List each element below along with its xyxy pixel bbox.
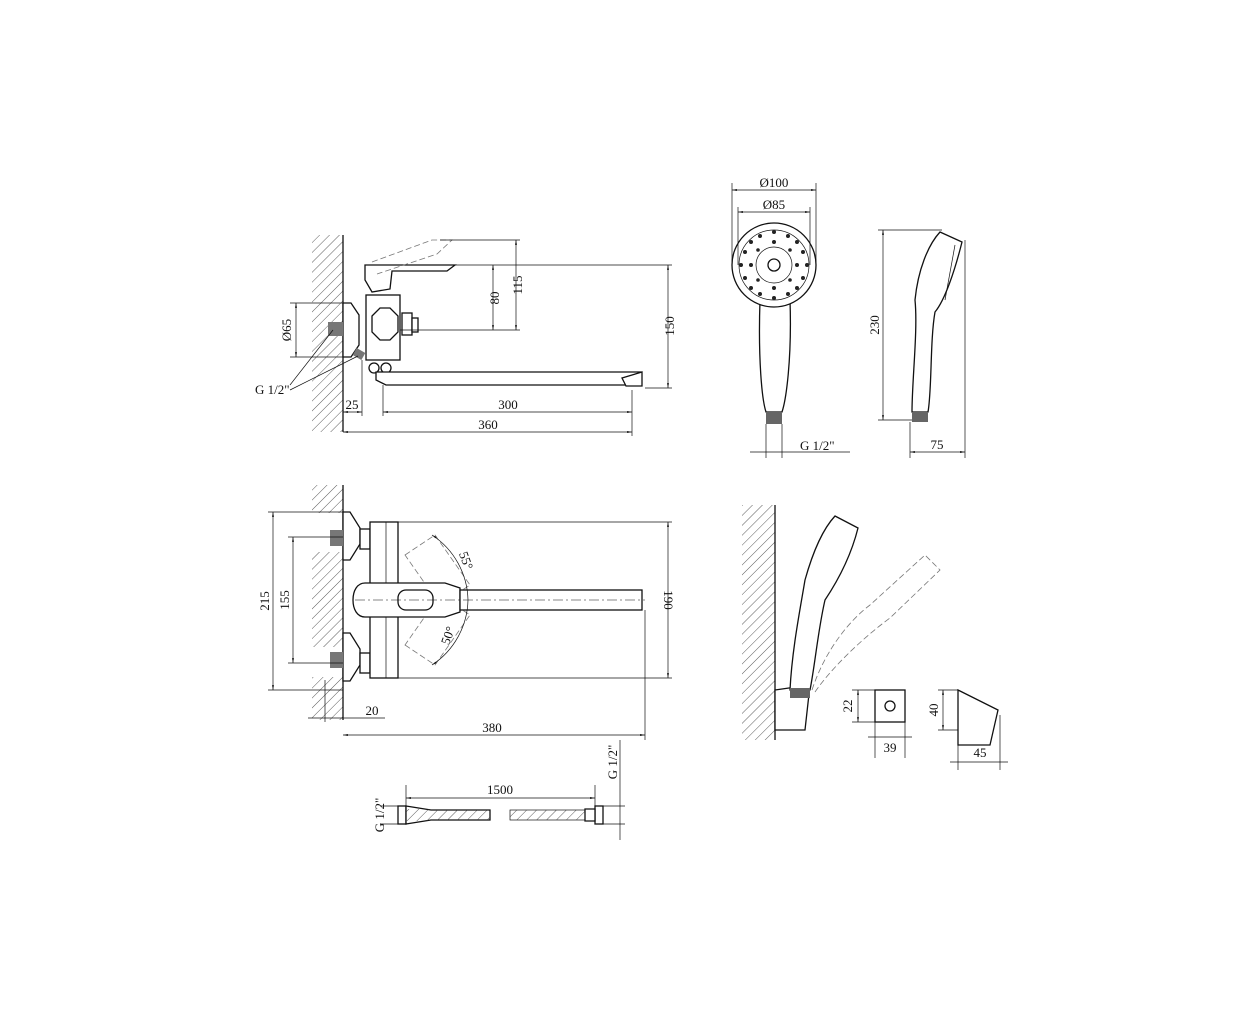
dim-wedge-height: 40 xyxy=(926,704,941,717)
shower-thread: G 1/2" xyxy=(800,438,835,453)
dim-hose-length: 1500 xyxy=(487,782,513,797)
shower-side-view: 230 75 xyxy=(867,229,966,458)
mixer-side-view: 115 80 150 Ø65 25 300 360 G 1/2" xyxy=(255,235,677,436)
dim-offset: 25 xyxy=(346,397,359,412)
angle-down: 50° xyxy=(438,624,458,646)
spout xyxy=(375,371,642,386)
holder-wedge xyxy=(957,688,999,746)
dim-length: 360 xyxy=(478,417,498,432)
hose-thread-right: G 1/2" xyxy=(605,745,620,780)
dim-centers: 155 xyxy=(277,590,292,610)
dim-holder-height: 22 xyxy=(840,700,855,713)
cartridge-nut xyxy=(371,307,399,341)
dim-shower-depth: 75 xyxy=(931,437,944,452)
dim-outer-diameter: Ø100 xyxy=(760,175,789,190)
thread-label: G 1/2" xyxy=(255,382,290,397)
dim-shower-length: 230 xyxy=(867,315,882,335)
dim-outer-height: 215 xyxy=(257,591,272,611)
shower-front-view: Ø100 Ø85 G 1/2" xyxy=(731,175,850,458)
shower-in-holder xyxy=(789,515,859,691)
dim-height: 150 xyxy=(662,316,677,336)
lever xyxy=(364,264,457,293)
shower-hose: 1500 G 1/2" G 1/2" xyxy=(372,740,625,840)
shower-handle xyxy=(758,299,792,413)
dim-holder-width: 39 xyxy=(884,740,897,755)
dim-body-height: 190 xyxy=(661,590,676,610)
dim-offset-top: 20 xyxy=(366,703,379,718)
hose-thread-left: G 1/2" xyxy=(372,798,387,833)
dim-flange: Ø65 xyxy=(279,319,294,341)
mixer-top-view: 215 155 190 20 380 55° 50° xyxy=(257,485,676,740)
dim-inner-diameter: Ø85 xyxy=(763,197,785,212)
shower-side-outline xyxy=(911,231,963,413)
dim-lever-up: 115 xyxy=(510,275,525,294)
dim-wedge-depth: 45 xyxy=(974,745,987,760)
dim-length-top: 380 xyxy=(482,720,502,735)
angle-up: 55° xyxy=(456,549,476,571)
spray-nozzles xyxy=(739,230,809,300)
dim-lever: 80 xyxy=(487,292,502,305)
thread-stub xyxy=(328,322,343,336)
shower-holder-view: 22 39 40 45 xyxy=(742,505,1008,770)
dim-spout: 300 xyxy=(498,397,518,412)
